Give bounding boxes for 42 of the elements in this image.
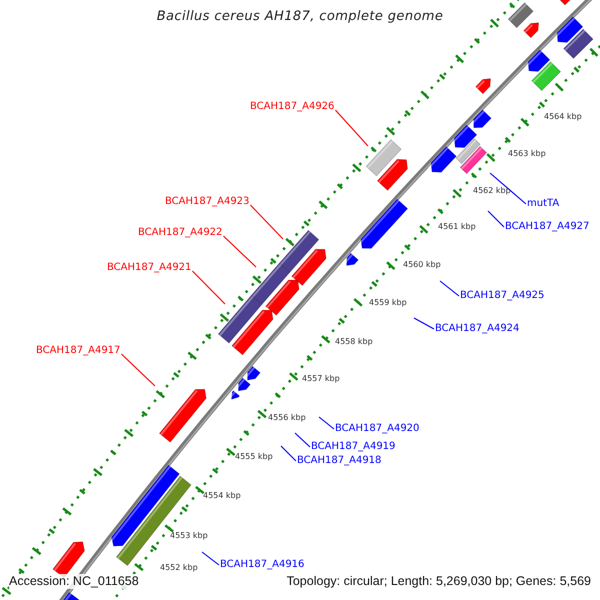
leader-line [318,416,334,430]
genome-info-text: Topology: circular; Length: 5,269,030 bp; Genes: 5,569 [286,574,591,589]
scale-label: 4563 kbp [508,149,546,159]
scale-label: 4558 kbp [335,337,373,347]
gene-label: BCAH187_A4922 [138,227,222,239]
gene-label: BCAH187_A4923 [165,196,250,208]
leader-line [294,432,310,448]
leader-line [280,446,296,462]
leader-line [490,172,526,204]
accession-text: Accession: NC_011658 [9,574,139,589]
leader-line [488,210,504,228]
gene-label: BCAH187_A4919 [311,441,396,453]
gene-label: BCAH187_A4924 [435,323,520,335]
leader-line [414,318,434,330]
scale-label: 4562 kbp [473,186,511,196]
gene-label: BCAH187_A4918 [297,455,382,467]
scale-label: 4553 kbp [170,531,208,541]
leader-line [121,354,156,386]
scale-label: 4561 kbp [438,222,476,232]
scale-label: 4555 kbp [235,452,273,462]
scale-label: 4557 kbp [302,374,340,384]
leader-line [440,280,460,296]
scale-label: 4552 kbp [160,563,198,573]
leader-line [335,110,368,146]
gene-label: BCAH187_A4927 [505,221,590,233]
gene-label: BCAH187_A4926 [250,101,334,113]
leader-line [250,204,284,240]
gene-label: BCAH187_A4917 [36,345,120,357]
leader-line [202,552,220,566]
gene-label: BCAH187_A4921 [107,262,192,274]
scale-label: 4564 kbp [544,112,582,122]
scale-label: 4560 kbp [403,260,441,270]
scale-label: 4556 kbp [268,413,306,423]
gene-label: BCAH187_A4916 [220,559,304,571]
gene-label: BCAH187_A4920 [335,423,420,435]
leader-line [223,236,256,268]
scale-label: 4554 kbp [203,491,241,501]
leader-line [192,270,226,304]
gene-label: mutTA [527,198,560,210]
map-title: Bacillus cereus AH187, complete genome [156,9,444,25]
scale-label: 4559 kbp [369,298,407,308]
gene-label: BCAH187_A4925 [460,290,544,302]
